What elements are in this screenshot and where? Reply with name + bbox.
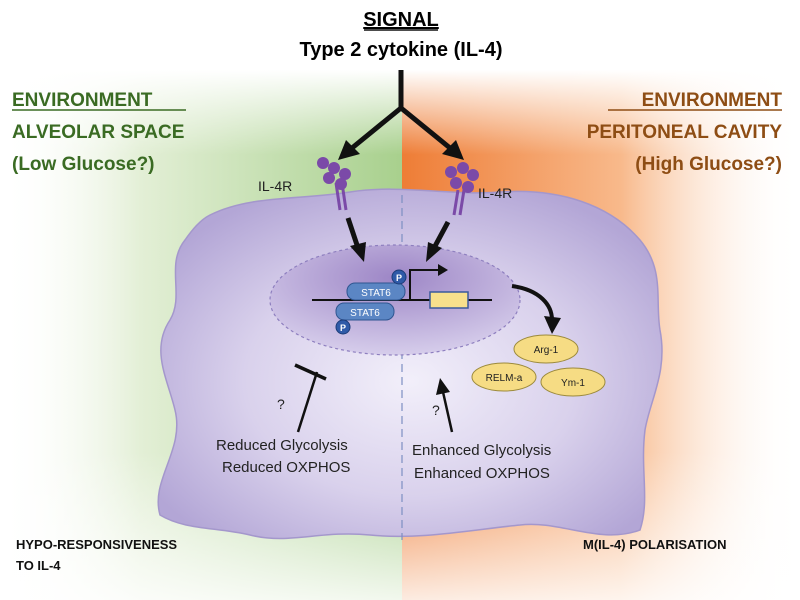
left-metabolism-line1: Reduced Glycolysis [216,437,348,454]
signal-subheading: Type 2 cytokine (IL-4) [299,39,502,61]
left-outcome-line2: TO IL-4 [16,558,61,573]
gene-box [429,291,469,309]
il4r-label-left: IL-4R [258,178,292,194]
right-env-glucose: (High Glucose?) [635,154,782,175]
inhibition-symbol [294,363,327,433]
stat6-top-label: STAT6 [361,288,391,299]
right-env-location: PERITONEAL CAVITY [587,122,783,143]
il4-receptor-right [445,162,479,216]
signal-arrows [338,70,464,160]
transcription-start-arrow [409,264,448,300]
left-env-heading: ENVIRONMENT [12,90,153,111]
left-outcome-line1: HYPO-RESPONSIVENESS [16,537,177,552]
relma-oval [471,362,537,392]
stat6-top [346,282,406,301]
phospho-top [391,269,407,285]
arg1-oval [513,334,579,364]
right-metabolism-line1: Enhanced Glycolysis [412,442,551,459]
phospho-bottom-label: P [340,323,346,333]
left-env-location: ALVEOLAR SPACE [12,122,184,143]
receptor-nucleus-arrows [345,217,451,262]
question-mark-left: ? [277,396,285,412]
phospho-top-label: P [396,273,402,283]
stat6-bottom-label: STAT6 [350,308,380,319]
il4r-label-right: IL-4R [478,185,512,201]
expression-arrow [511,284,561,334]
right-metabolism-line2: Enhanced OXPHOS [414,465,550,482]
question-mark-right: ? [432,402,440,418]
arg1-label: Arg-1 [534,345,559,356]
ym1-oval [540,367,606,397]
right-env-heading: ENVIRONMENT [642,90,783,111]
relma-label: RELM-a [486,373,523,384]
ym1-label: Ym-1 [561,378,585,389]
left-metabolism-line2: Reduced OXPHOS [222,459,350,476]
right-outcome: M(IL-4) POLARISATION [583,537,726,552]
gene-products: Arg-1 RELM-a Ym-1 [471,334,606,397]
signal-heading: SIGNAL [363,9,439,31]
phospho-bottom [335,319,351,335]
il4-receptor-left [317,157,351,211]
left-env-glucose: (Low Glucose?) [12,154,155,175]
macrophage-cell [157,188,663,540]
stat6-dimer: STAT6 STAT6 P P [335,269,407,335]
stat6-bottom [335,302,395,321]
enhancement-arrow [436,378,454,433]
